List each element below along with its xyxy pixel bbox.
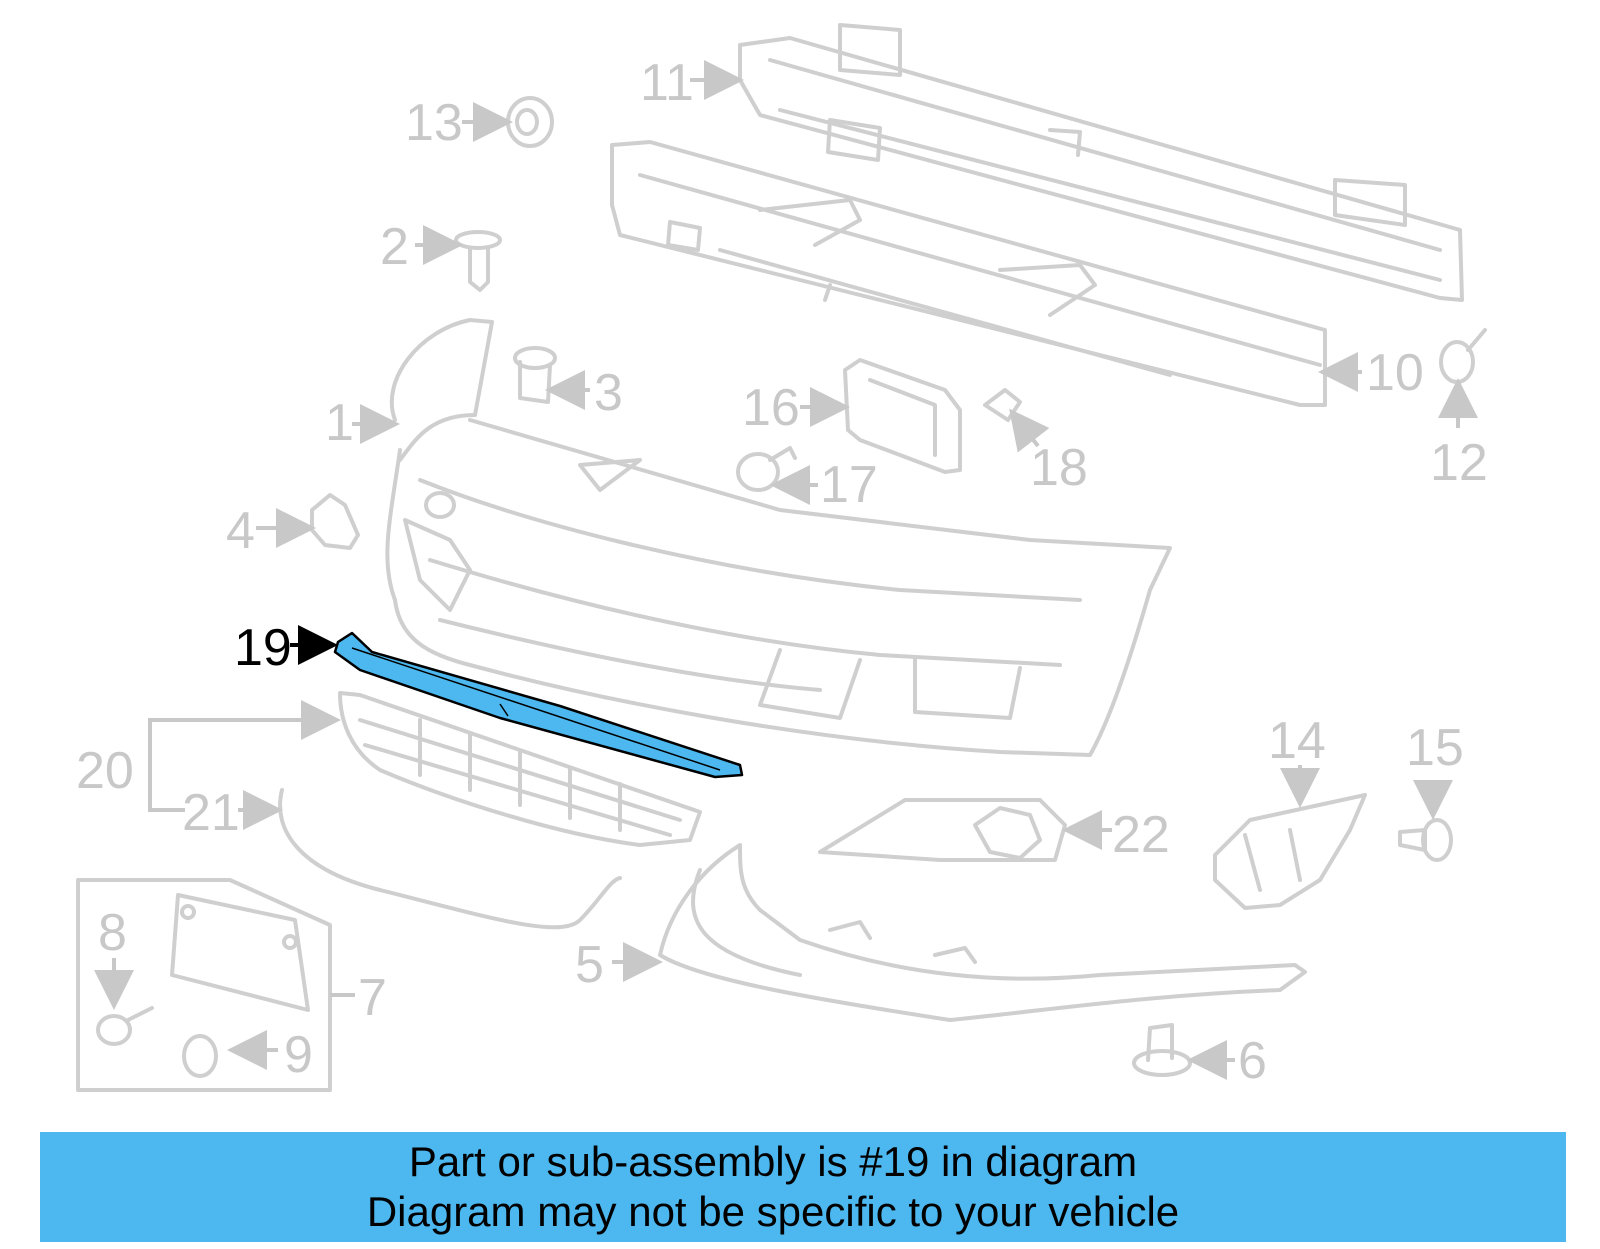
part-9-nut bbox=[182, 1034, 218, 1078]
callout-8: 8 bbox=[98, 904, 127, 962]
callout-12: 12 bbox=[1430, 434, 1488, 492]
callout-2: 2 bbox=[380, 218, 409, 276]
part-10-energy-absorber bbox=[610, 140, 1327, 407]
part-1-bumper-cover bbox=[385, 318, 1172, 757]
callout-15: 15 bbox=[1406, 719, 1464, 777]
callout-11: 11 bbox=[640, 54, 694, 112]
part-13-grommet bbox=[506, 96, 554, 148]
part-4-cap bbox=[310, 493, 360, 550]
part-2-push-clip bbox=[454, 230, 502, 292]
banner-line-2: Diagram may not be specific to your vehi… bbox=[366, 1188, 1180, 1235]
part-21-trim-strip bbox=[278, 788, 622, 930]
part-16-bracket bbox=[843, 358, 962, 474]
callout-6: 6 bbox=[1238, 1032, 1267, 1090]
callout-17: 17 bbox=[820, 456, 878, 514]
callout-3: 3 bbox=[594, 364, 623, 422]
callout-19: 19 bbox=[234, 619, 292, 677]
callout-22: 22 bbox=[1112, 806, 1170, 864]
part-15-clip bbox=[1398, 818, 1453, 862]
part-19-highlighted bbox=[333, 631, 744, 779]
part-8-screw bbox=[96, 1006, 154, 1046]
callout-18: 18 bbox=[1030, 439, 1088, 497]
callout-labels: 11 13 2 3 1 4 10 12 16 17 18 19 20 21 22… bbox=[76, 54, 1488, 1090]
part-12-screw bbox=[1439, 328, 1487, 384]
part-11-reinforcement-bar bbox=[738, 23, 1464, 302]
callout-14: 14 bbox=[1268, 712, 1326, 770]
part-14-bracket bbox=[1213, 793, 1367, 910]
callout-5: 5 bbox=[575, 936, 604, 994]
callout-4: 4 bbox=[226, 502, 255, 560]
callout-10: 10 bbox=[1366, 344, 1424, 402]
callout-7: 7 bbox=[358, 969, 387, 1027]
part-18-clip bbox=[983, 388, 1022, 422]
part-5-lower-spoiler bbox=[658, 843, 1307, 1022]
callout-arrows bbox=[94, 60, 1478, 1080]
callout-16: 16 bbox=[742, 379, 800, 437]
part-20-grille bbox=[338, 691, 702, 847]
part-3-nut bbox=[513, 346, 557, 404]
info-banner: Part or sub-assembly is #19 in diagram D… bbox=[40, 1132, 1566, 1242]
part-7-plate-bracket bbox=[76, 878, 332, 1092]
part-22-fog-trim bbox=[818, 798, 1067, 862]
callout-20: 20 bbox=[76, 742, 134, 800]
callout-1: 1 bbox=[325, 394, 354, 452]
callout-13: 13 bbox=[405, 94, 463, 152]
banner-line-1: Part or sub-assembly is #19 in diagram bbox=[408, 1138, 1138, 1185]
callout-21: 21 bbox=[182, 784, 240, 842]
part-6-push-rivet bbox=[1132, 1023, 1192, 1077]
callout-9: 9 bbox=[284, 1026, 313, 1084]
